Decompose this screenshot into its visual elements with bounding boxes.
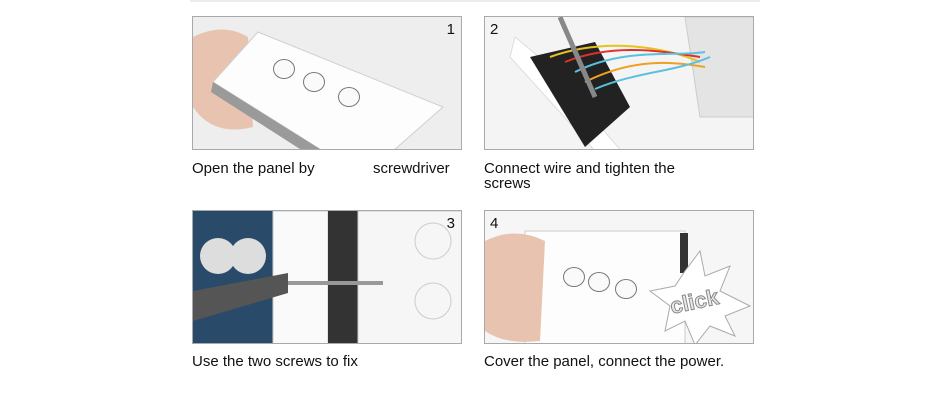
touch-button-icon [338, 87, 360, 107]
mounting-illustration [193, 211, 461, 343]
step-1-caption-end: screwdriver [373, 160, 450, 177]
step-number: 1 [446, 21, 455, 38]
touch-button-icon [563, 267, 585, 287]
step-1-caption-start: Open the panel by [192, 160, 315, 177]
step-number: 3 [446, 215, 455, 232]
switch-panel-illustration [193, 17, 461, 149]
step-1-image: 1 [192, 16, 462, 150]
touch-button-icon [303, 72, 325, 92]
step-2-image: 2 [484, 16, 754, 150]
cover-panel-illustration [485, 211, 753, 343]
touch-button-icon [615, 279, 637, 299]
step-4-image: click 4 [484, 210, 754, 344]
step-number: 2 [490, 21, 499, 38]
step-2-caption-line-1: Connect wire and tighten the [484, 160, 675, 177]
step-4-caption: Cover the panel, connect the power. [484, 353, 725, 370]
step-3-caption: Use the two screws to fix [192, 353, 358, 370]
wiring-illustration [485, 17, 753, 149]
step-number: 4 [490, 215, 499, 232]
step-2-caption-line-2: screws [484, 175, 531, 192]
touch-button-icon [273, 59, 295, 79]
step-3-image: 3 [192, 210, 462, 344]
top-divider [190, 0, 760, 2]
touch-button-icon [588, 272, 610, 292]
